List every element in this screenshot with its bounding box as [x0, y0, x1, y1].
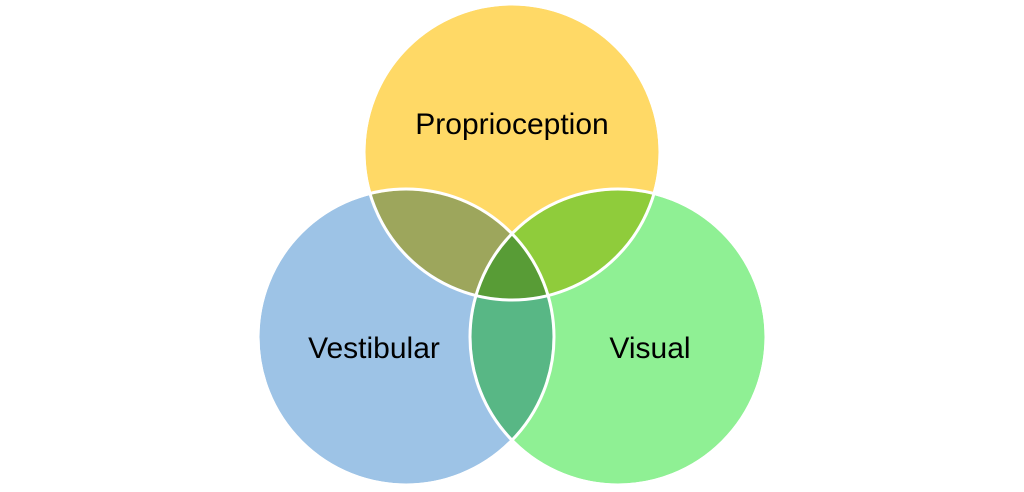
visual-outline [468, 187, 768, 487]
visual-label: Visual [609, 332, 690, 365]
proprioception-outline [362, 2, 662, 302]
proprioception-label: Proprioception [415, 108, 608, 141]
vestibular-label: Vestibular [308, 332, 440, 365]
vestibular-outline [256, 187, 556, 487]
